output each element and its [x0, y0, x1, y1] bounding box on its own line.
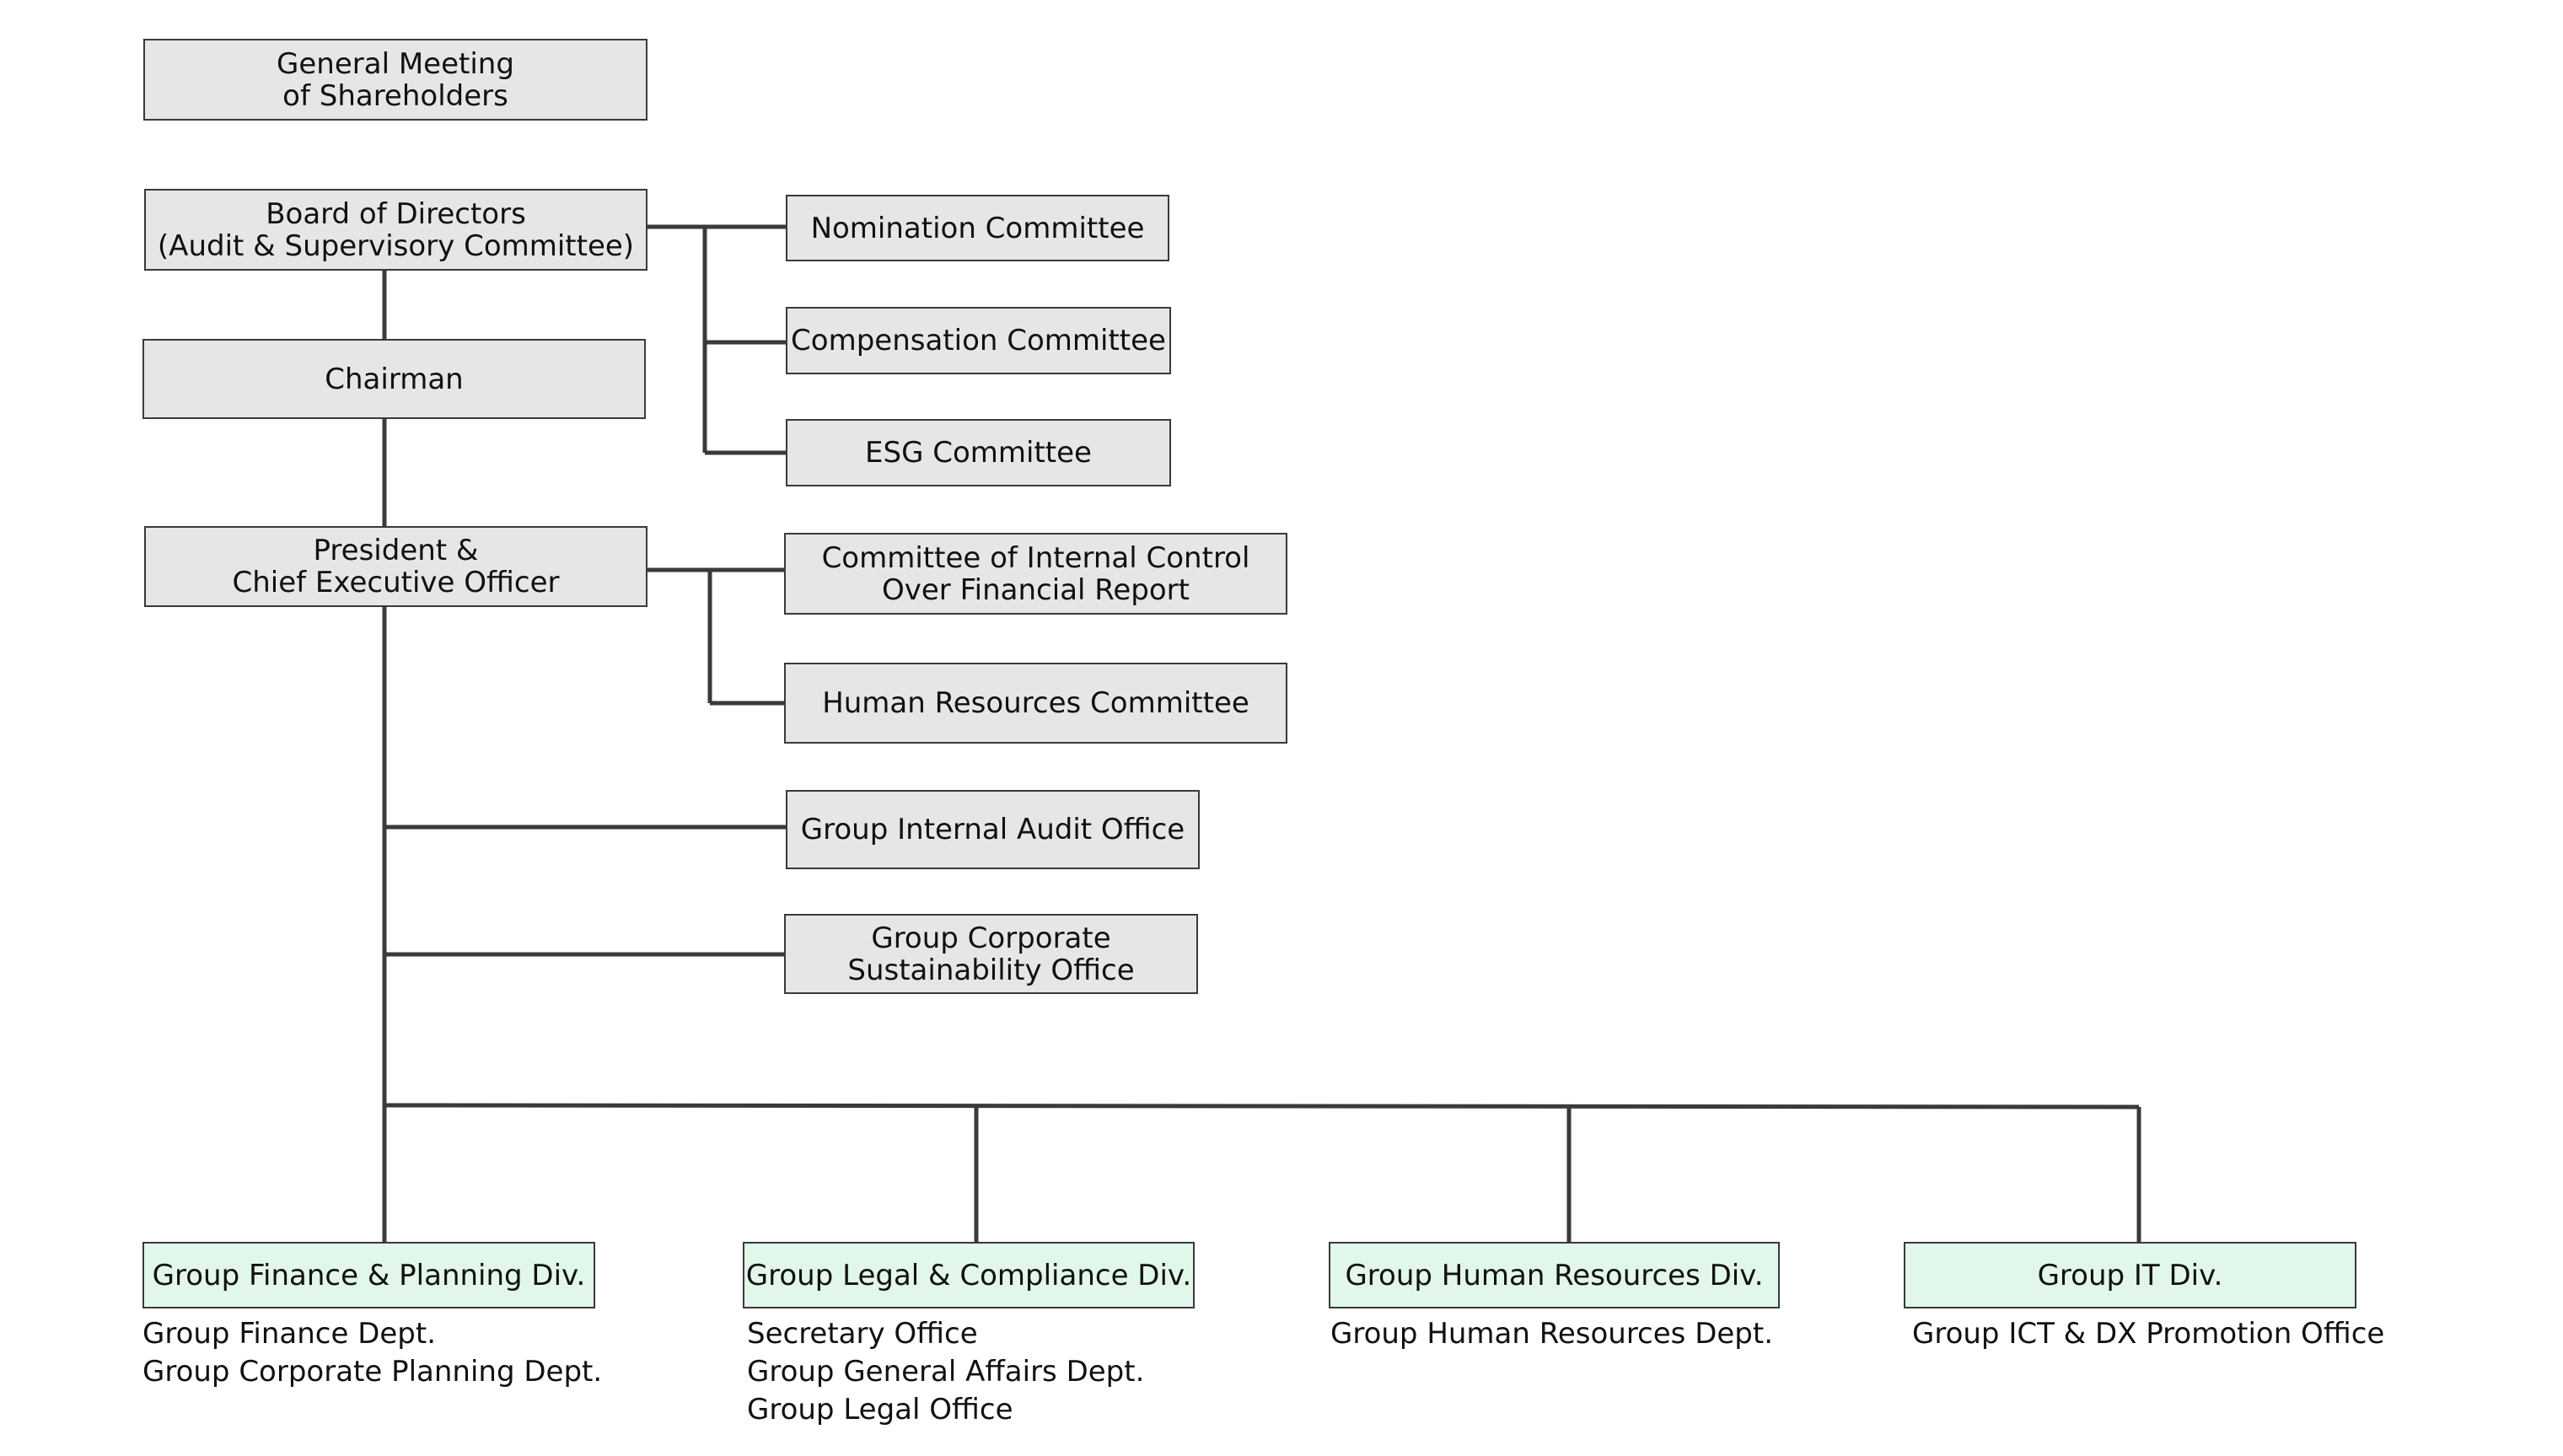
- esg-committee-label: ESG Committee: [865, 436, 1092, 470]
- finance-planning-div-label: Group Finance & Planning Div.: [152, 1258, 586, 1292]
- unit-human-resources-dept: Group Human Resources Dept.: [1330, 1317, 1774, 1351]
- human-resources-div-box: Group Human Resources Div.: [1329, 1242, 1780, 1308]
- unit-legal-office: Group Legal Office: [747, 1393, 1013, 1426]
- board-line-1: Board of Directors: [266, 196, 526, 231]
- unit-finance-dept: Group Finance Dept.: [142, 1317, 437, 1351]
- human-resources-committee-box: Human Resources Committee: [784, 663, 1287, 744]
- chairman-label: Chairman: [325, 362, 464, 396]
- human-resources-units: Group Human Resources Dept.: [1330, 1315, 1773, 1353]
- shareholders-line-2: of Shareholders: [282, 78, 508, 113]
- board-of-directors-box: Board of Directors (Audit & Supervisory …: [144, 189, 647, 271]
- nomination-committee-label: Nomination Committee: [810, 211, 1145, 245]
- legal-compliance-div-label: Group Legal & Compliance Div.: [745, 1258, 1192, 1292]
- nomination-committee-box: Nomination Committee: [786, 195, 1169, 261]
- internal-control-line-1: Committee of Internal Control: [821, 540, 1250, 575]
- unit-general-affairs-dept: Group General Affairs Dept.: [747, 1355, 1145, 1389]
- human-resources-committee-label: Human Resources Committee: [822, 686, 1249, 720]
- sustainability-office-box: Group Corporate Sustainability Office: [784, 914, 1198, 994]
- connector-division-bus: [384, 1103, 2140, 1109]
- finance-planning-div-box: Group Finance & Planning Div.: [142, 1242, 595, 1308]
- it-div-label: Group IT Div.: [2037, 1258, 2223, 1292]
- internal-audit-office-box: Group Internal Audit Office: [786, 790, 1200, 869]
- human-resources-div-label: Group Human Resources Div.: [1345, 1258, 1764, 1292]
- esg-committee-box: ESG Committee: [786, 419, 1171, 486]
- shareholders-line-1: General Meeting: [277, 46, 514, 81]
- it-div-box: Group IT Div.: [1904, 1242, 2356, 1308]
- compensation-committee-label: Compensation Committee: [791, 324, 1166, 357]
- unit-ict-dx-promotion-office: Group ICT & DX Promotion Office: [1912, 1317, 2385, 1351]
- legal-compliance-div-box: Group Legal & Compliance Div.: [743, 1242, 1195, 1308]
- president-line-2: Chief Executive Officer: [232, 566, 560, 599]
- president-line-1: President &: [313, 534, 479, 567]
- it-units: Group ICT & DX Promotion Office: [1912, 1315, 2384, 1353]
- internal-audit-office-label: Group Internal Audit Office: [800, 813, 1185, 846]
- board-line-2: (Audit & Supervisory Committee): [157, 228, 635, 263]
- internal-control-line-2: Over Financial Report: [882, 572, 1190, 607]
- finance-planning-units: Group Finance Dept. Group Corporate Plan…: [142, 1315, 602, 1391]
- internal-control-committee-box: Committee of Internal Control Over Finan…: [784, 533, 1287, 615]
- compensation-committee-box: Compensation Committee: [786, 307, 1171, 374]
- legal-compliance-units: Secretary Office Group General Affairs D…: [747, 1315, 1144, 1429]
- unit-corporate-planning-dept: Group Corporate Planning Dept.: [142, 1355, 603, 1389]
- sustainability-line-1: Group Corporate: [871, 921, 1111, 955]
- sustainability-line-2: Sustainability Office: [847, 953, 1135, 987]
- shareholders-meeting-box: General Meeting of Shareholders: [143, 39, 647, 121]
- president-ceo-box: President & Chief Executive Officer: [144, 526, 647, 607]
- chairman-box: Chairman: [142, 339, 646, 419]
- unit-secretary-office: Secretary Office: [747, 1317, 978, 1351]
